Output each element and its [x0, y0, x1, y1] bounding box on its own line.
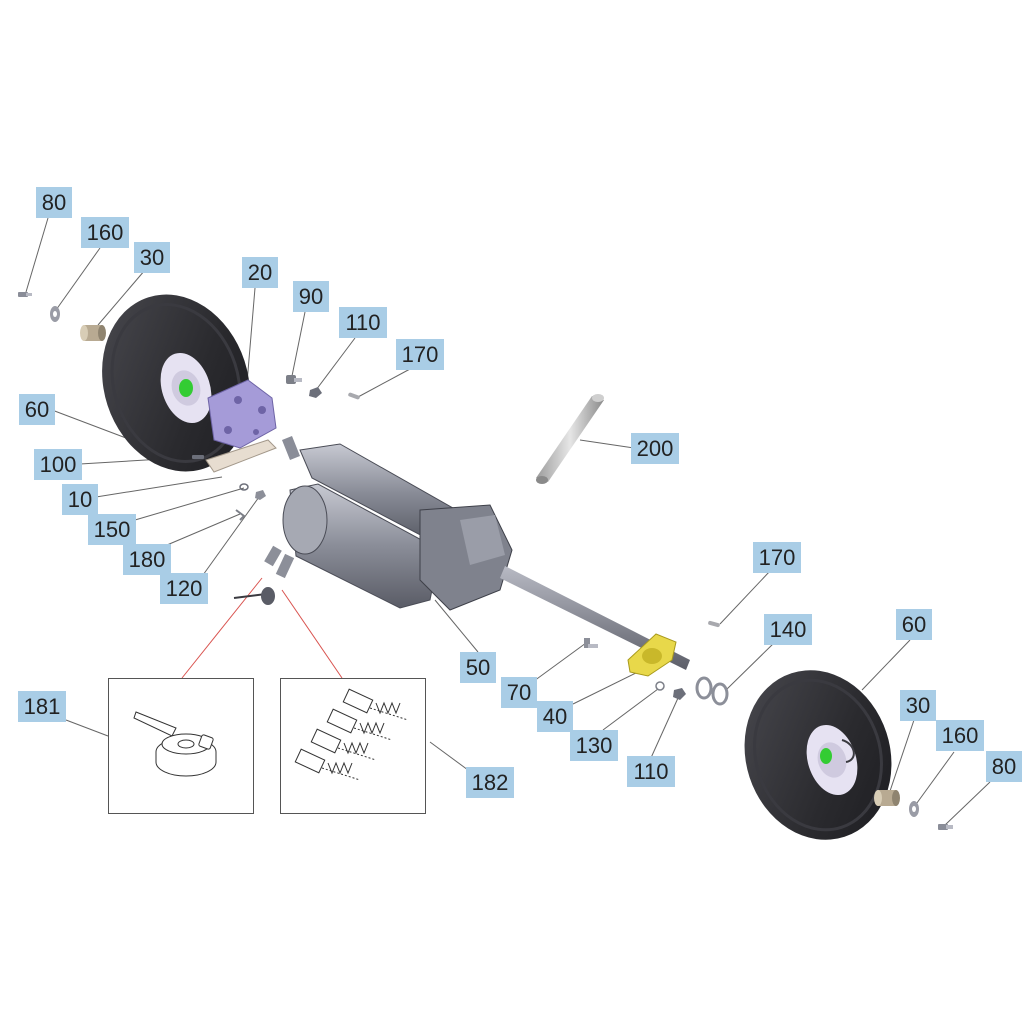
callout-80-right[interactable]: 80 [986, 751, 1022, 782]
plate-10 [205, 439, 277, 473]
bushing-30-left [80, 325, 106, 341]
callout-170-left[interactable]: 170 [396, 339, 444, 370]
callout-130[interactable]: 130 [570, 730, 618, 761]
callout-110-left[interactable]: 110 [339, 307, 387, 338]
screw-100 [192, 455, 204, 459]
pin-170-right [708, 620, 720, 628]
flange-40 [627, 633, 677, 677]
callout-160-left[interactable]: 160 [81, 217, 129, 248]
inset-182-drawing [294, 688, 409, 781]
bolt-70 [584, 638, 598, 648]
clip-180 [235, 509, 246, 521]
sensor-cable [233, 587, 275, 605]
callout-30-right[interactable]: 30 [900, 690, 936, 721]
ring-150 [239, 483, 249, 491]
bushing-30-right [874, 790, 900, 806]
nut-110-right [673, 688, 686, 700]
nut-110-left [309, 387, 322, 398]
bolt-90 [286, 375, 302, 384]
callout-90[interactable]: 90 [293, 281, 329, 312]
callout-70[interactable]: 70 [501, 677, 537, 708]
inset-box-182 [280, 678, 426, 814]
washers-140 [695, 676, 729, 706]
leader-lines [25, 217, 991, 827]
callout-10[interactable]: 10 [62, 484, 98, 515]
callout-182[interactable]: 182 [466, 767, 514, 798]
callout-160-right[interactable]: 160 [936, 720, 984, 751]
callout-40[interactable]: 40 [537, 701, 573, 732]
inset-box-181 [108, 678, 254, 814]
washer-160-left [50, 306, 60, 322]
callout-100[interactable]: 100 [34, 449, 82, 480]
callout-200[interactable]: 200 [631, 433, 679, 464]
brush-2 [326, 708, 393, 741]
callout-150[interactable]: 150 [88, 514, 136, 545]
pin-200 [536, 394, 604, 484]
inset-181-drawing [133, 711, 217, 777]
callout-181[interactable]: 181 [18, 691, 66, 722]
brush-3 [310, 728, 377, 761]
callout-80-left[interactable]: 80 [36, 187, 72, 218]
callout-60-right[interactable]: 60 [896, 609, 932, 640]
red-leader-lines [181, 577, 343, 679]
ring-130 [655, 681, 665, 691]
bracket-20 [207, 379, 277, 449]
callout-180[interactable]: 180 [123, 544, 171, 575]
washer-160-right [909, 801, 919, 817]
bolt-80-left [18, 292, 32, 297]
bolt-80-right [938, 824, 953, 830]
callout-170-right[interactable]: 170 [753, 542, 801, 573]
brush-4 [294, 748, 361, 781]
brush-1 [342, 688, 409, 721]
callout-20[interactable]: 20 [242, 257, 278, 288]
nut-120 [255, 490, 266, 500]
callout-60-left[interactable]: 60 [19, 394, 55, 425]
callout-110-right[interactable]: 110 [627, 756, 675, 787]
pin-170-left [348, 392, 360, 400]
wheel-60-right [744, 670, 892, 840]
callout-140[interactable]: 140 [764, 614, 812, 645]
callout-120[interactable]: 120 [160, 573, 208, 604]
callout-30-left[interactable]: 30 [134, 242, 170, 273]
motor-gearbox-50 [264, 436, 513, 611]
callout-50[interactable]: 50 [460, 652, 496, 683]
axle [500, 566, 690, 670]
